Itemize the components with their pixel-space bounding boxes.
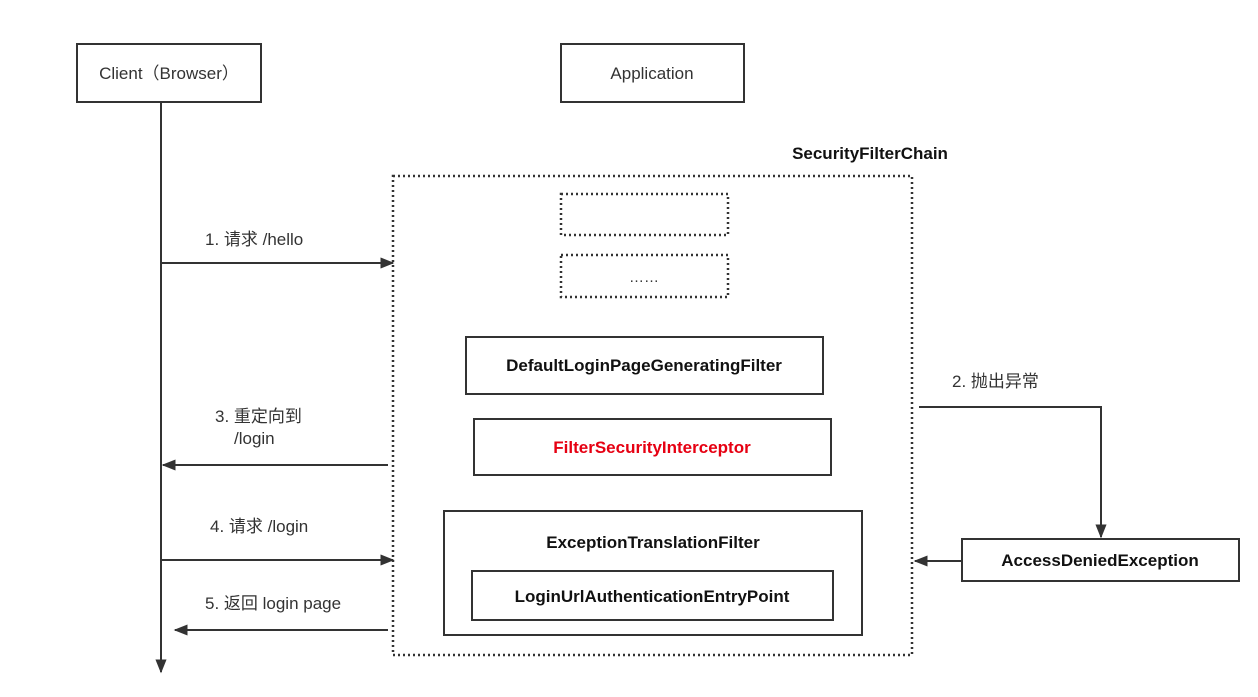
login-url-entry-point-box [471,570,834,621]
ellipsis-label: …… [629,269,659,286]
access-denied-exception-box [961,538,1240,582]
filter-security-interceptor-box [473,418,832,476]
security-filter-chain-container [391,174,914,657]
application-label: Application [610,64,693,83]
step4-label: 4. 请求 /login [210,517,308,536]
ellipsis-filter-box [559,253,730,299]
security-filter-chain-title: SecurityFilterChain [792,144,948,163]
step1-label: 1. 请求 /hello [205,230,303,249]
step5-label: 5. 返回 login page [205,594,341,613]
client-box [76,43,262,103]
access-denied-exception-label: AccessDeniedException [1001,551,1198,570]
step2-arrow [919,406,1107,539]
placeholder-filter-box [559,192,730,237]
login-url-entry-point-label: LoginUrlAuthenticationEntryPoint [515,587,790,606]
client-label: Client（Browser） [99,64,239,83]
default-login-page-filter-box [465,336,824,395]
exception-translation-filter-label: ExceptionTranslationFilter [546,533,760,552]
application-box [560,43,745,103]
step2-label: 2. 抛出异常 [952,372,1039,391]
filter-security-interceptor-label: FilterSecurityInterceptor [553,438,751,457]
step3-label-line2: /login [234,429,275,448]
step3-label-line1: 3. 重定向到 [215,407,302,426]
default-login-page-filter-label: DefaultLoginPageGeneratingFilter [506,356,782,375]
